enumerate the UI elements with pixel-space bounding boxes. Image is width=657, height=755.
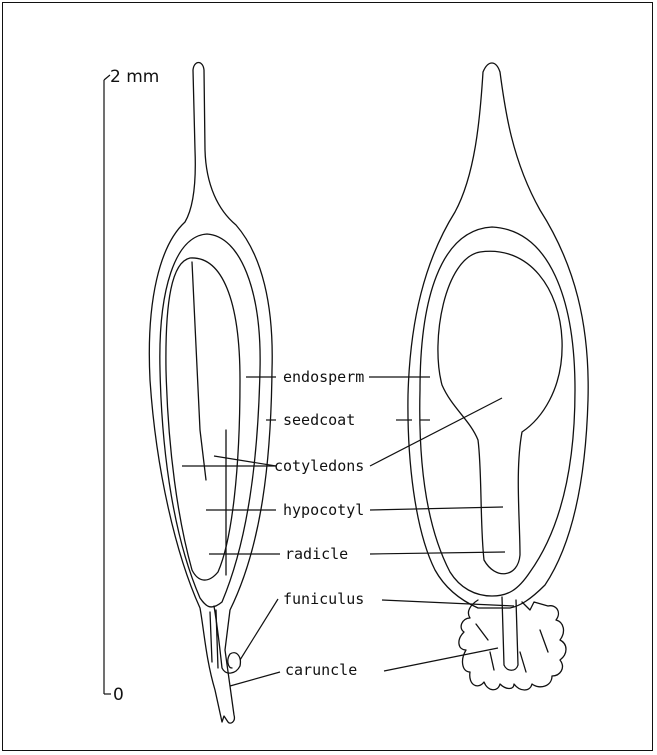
label-endosperm-group: endosperm (246, 368, 430, 386)
label-cotyledons-group: cotyledons (182, 398, 502, 475)
label-seedcoat: seedcoat (283, 411, 355, 429)
scale-bottom-label: 0 (113, 685, 124, 705)
label-radicle-group: radicle (209, 545, 505, 563)
embryo-outline-right (438, 251, 562, 573)
label-seedcoat-group: seedcoat (266, 411, 430, 429)
label-cotyledons: cotyledons (274, 457, 364, 475)
caruncle-left (210, 610, 218, 668)
label-hypocotyl-group: hypocotyl (206, 501, 503, 519)
label-caruncle-group: caruncle (230, 648, 498, 686)
embryo-outline-left (166, 258, 240, 580)
seed-right-section (408, 63, 588, 690)
scale-top-label: 2 mm (110, 67, 159, 87)
endosperm-outline-right (420, 227, 575, 596)
seed-left-section (149, 63, 272, 724)
label-caruncle: caruncle (285, 661, 357, 679)
label-hypocotyl: hypocotyl (283, 501, 364, 519)
label-funiculus: funiculus (283, 590, 364, 608)
label-radicle: radicle (285, 545, 348, 563)
endosperm-outline-left (160, 234, 260, 607)
label-endosperm: endosperm (283, 368, 364, 386)
embryo-axis-left (192, 262, 226, 575)
caruncle-right (459, 600, 566, 690)
caruncle-right-detail (476, 624, 548, 672)
label-funiculus-group: funiculus (240, 590, 514, 660)
